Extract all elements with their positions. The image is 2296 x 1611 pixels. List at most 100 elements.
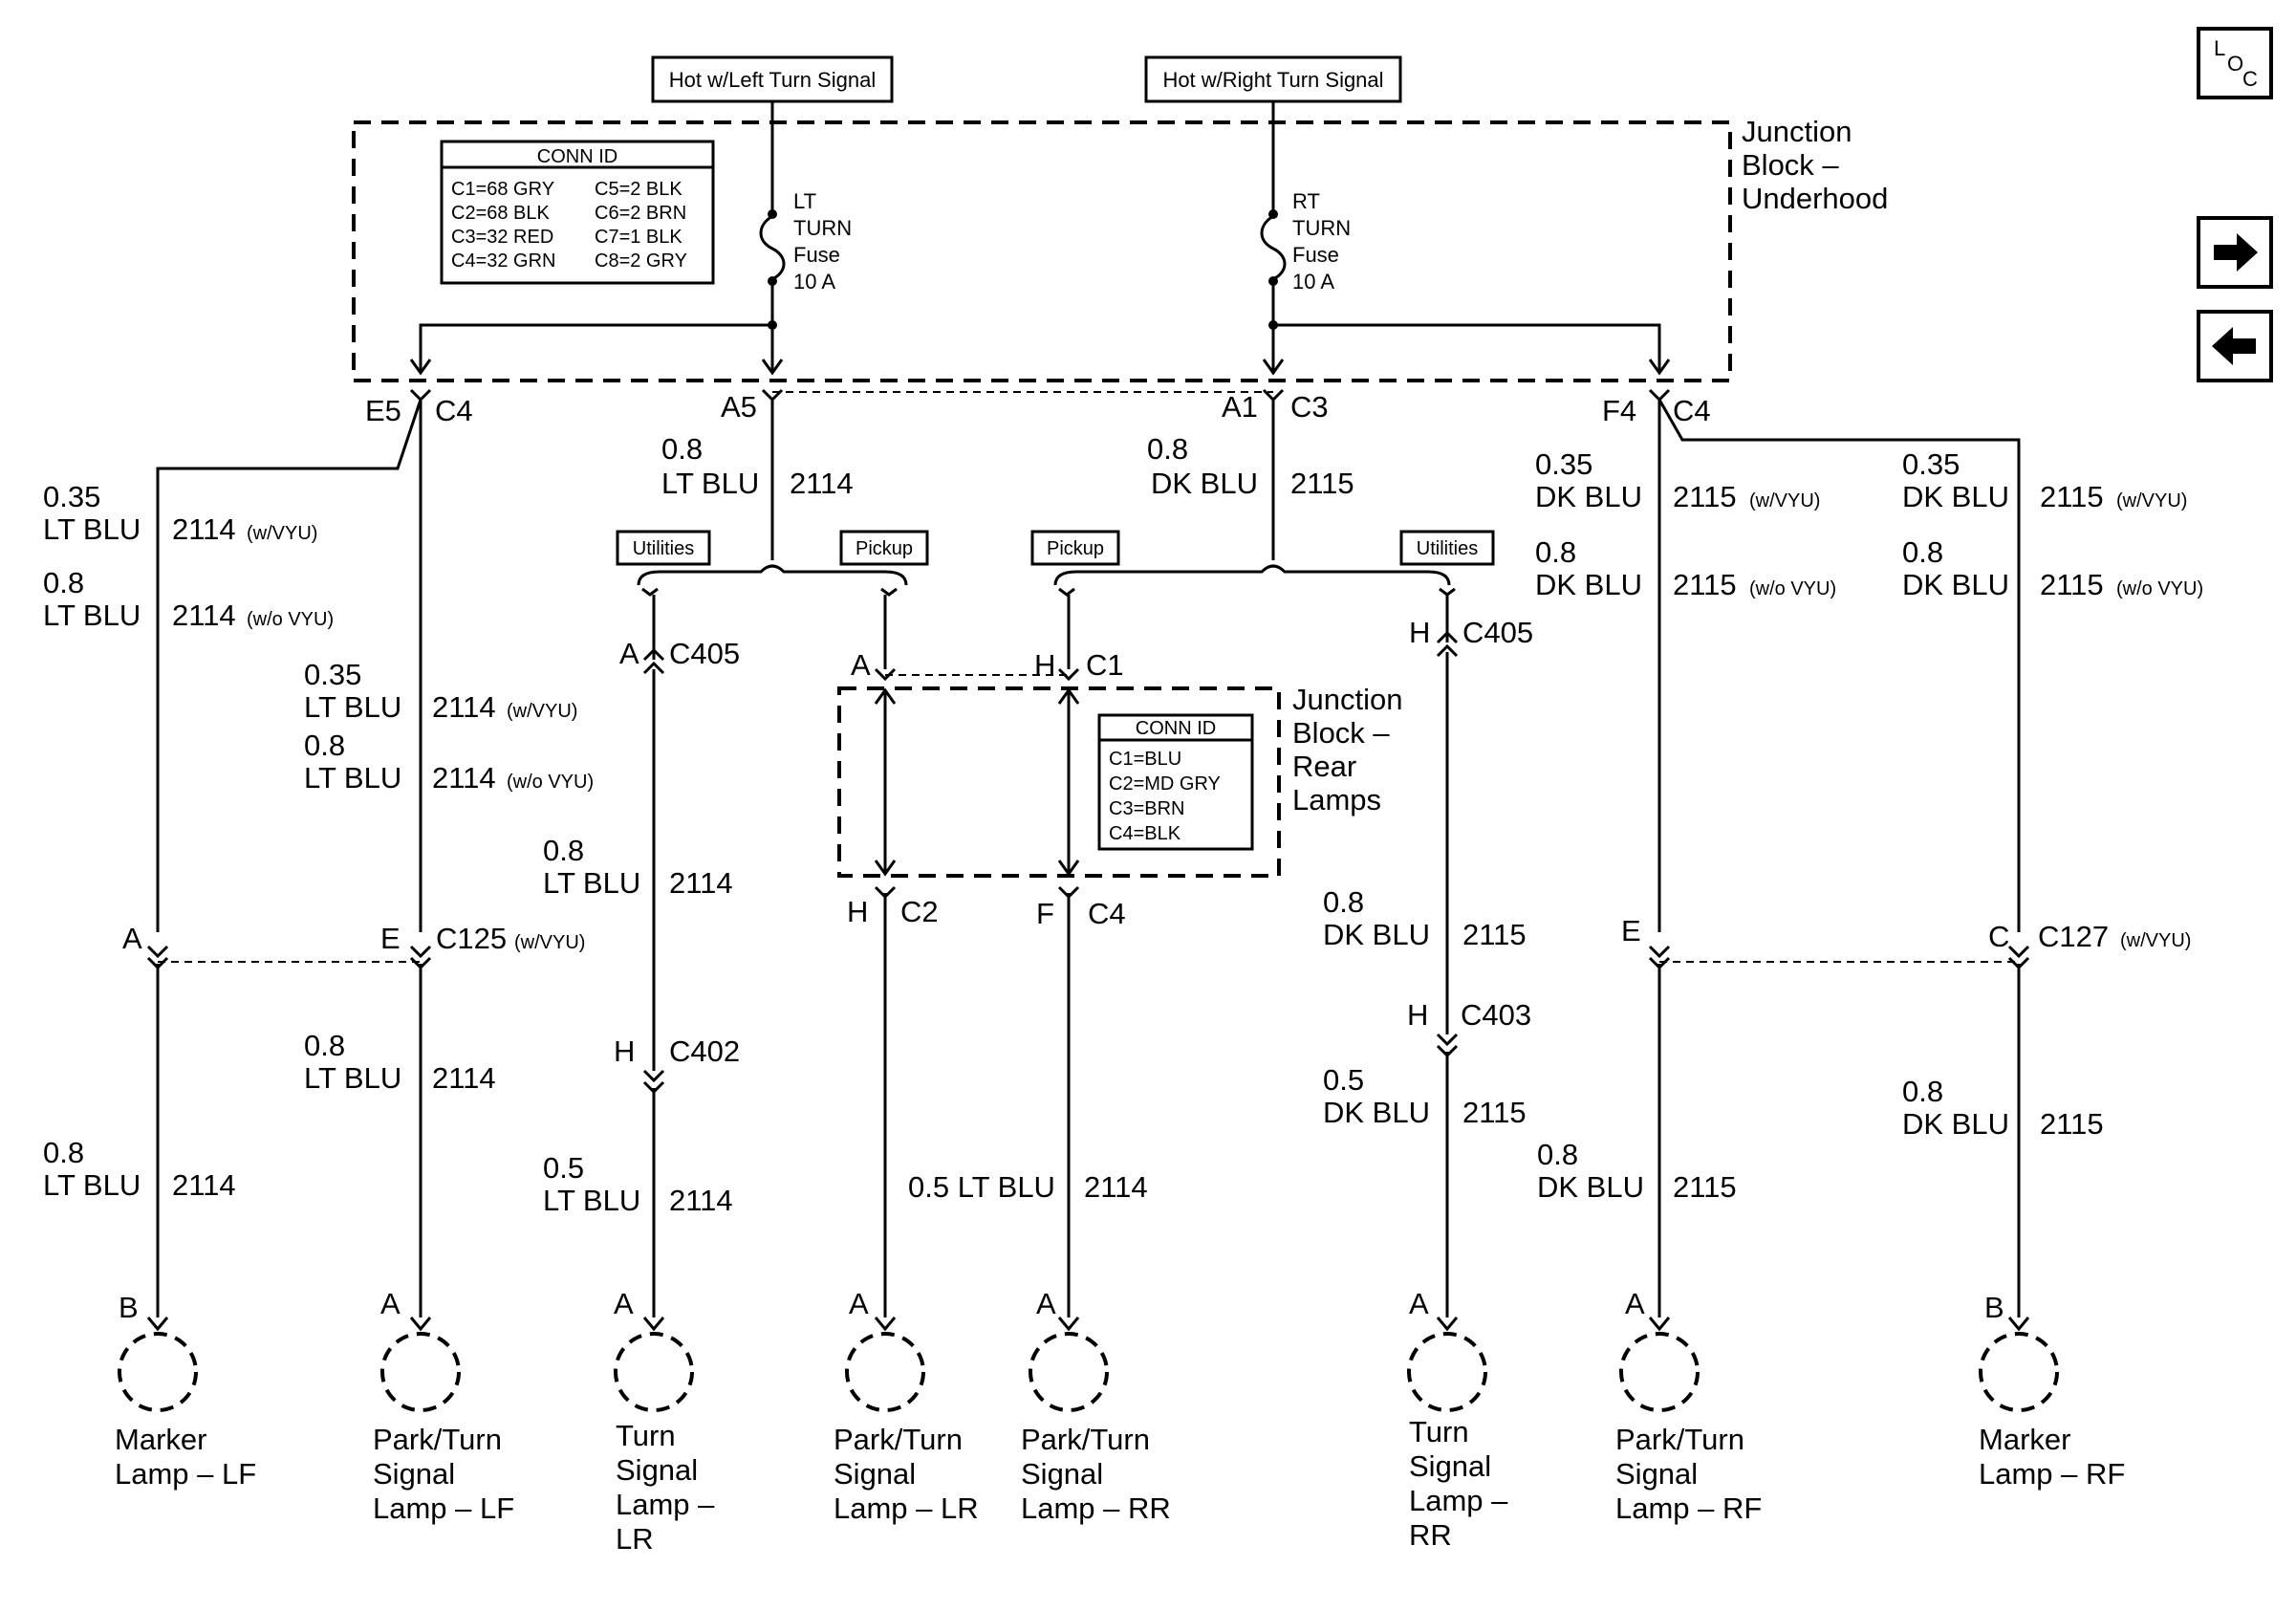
- lamp-icon: [614, 1332, 694, 1412]
- svg-text:A: A: [614, 1287, 634, 1320]
- svg-text:Turn: Turn: [1409, 1415, 1469, 1448]
- svg-text:C405: C405: [669, 637, 740, 670]
- option-utilities-right: Utilities: [1399, 530, 1495, 566]
- svg-text:F: F: [1036, 897, 1054, 930]
- option-pickup-right: Pickup: [1030, 530, 1120, 566]
- svg-text:Utilities: Utilities: [1417, 538, 1478, 559]
- svg-text:(w/VYU): (w/VYU): [2120, 930, 2191, 951]
- svg-text:2115: 2115: [1290, 467, 1354, 500]
- svg-text:(w/o VYU): (w/o VYU): [507, 772, 594, 793]
- svg-text:C125: C125: [436, 922, 507, 955]
- svg-text:0.8: 0.8: [1902, 1075, 1943, 1108]
- underhood-pin-labels: E5 C4 A5 A1 C3 F4 C4: [365, 390, 1711, 427]
- svg-text:DK BLU: DK BLU: [1537, 1170, 1644, 1204]
- svg-text:LT BLU: LT BLU: [304, 690, 401, 724]
- svg-text:Pickup: Pickup: [1047, 538, 1104, 559]
- hot-right-text: Hot w/Right Turn Signal: [1162, 68, 1383, 92]
- lamp-icon: [1979, 1332, 2059, 1412]
- svg-text:TURN: TURN: [1292, 216, 1351, 240]
- svg-text:A: A: [380, 1287, 401, 1320]
- loc-c: C: [2242, 67, 2258, 91]
- svg-text:Block –: Block –: [1292, 716, 1390, 750]
- svg-text:F4: F4: [1602, 394, 1636, 427]
- svg-text:Pickup: Pickup: [856, 538, 913, 559]
- svg-text:C5=2 BLK: C5=2 BLK: [595, 179, 682, 200]
- svg-text:Lamp – RF: Lamp – RF: [1615, 1491, 1762, 1525]
- svg-text:Lamp – LR: Lamp – LR: [834, 1491, 979, 1525]
- svg-text:A1: A1: [1222, 390, 1258, 424]
- svg-text:10 A: 10 A: [1292, 270, 1334, 294]
- next-page-button[interactable]: [2197, 216, 2273, 289]
- svg-text:CONN ID: CONN ID: [1136, 718, 1216, 739]
- loc-button[interactable]: L O C: [2197, 27, 2273, 99]
- svg-text:0.35: 0.35: [304, 658, 361, 691]
- svg-text:C402: C402: [669, 1034, 740, 1068]
- svg-text:C4: C4: [1673, 394, 1711, 427]
- svg-text:Signal: Signal: [1409, 1449, 1491, 1483]
- svg-text:LT BLU: LT BLU: [304, 1061, 401, 1095]
- svg-text:0.8: 0.8: [1537, 1138, 1578, 1171]
- svg-text:(w/o VYU): (w/o VYU): [247, 609, 334, 630]
- svg-text:A: A: [122, 922, 142, 955]
- svg-text:C6=2 BRN: C6=2 BRN: [595, 203, 686, 224]
- svg-text:0.8: 0.8: [43, 566, 84, 599]
- svg-text:C2=68 BLK: C2=68 BLK: [451, 203, 551, 224]
- svg-text:A: A: [1409, 1287, 1429, 1320]
- svg-text:0.8: 0.8: [304, 729, 345, 762]
- svg-text:LT: LT: [793, 189, 816, 213]
- lamp-turn-signal-lr: A Turn Signal Lamp – LR: [614, 1287, 715, 1556]
- svg-text:DK BLU: DK BLU: [1902, 480, 2009, 513]
- svg-text:Marker: Marker: [1979, 1423, 2070, 1456]
- svg-text:2115: 2115: [2040, 480, 2104, 513]
- svg-text:2115: 2115: [1673, 568, 1737, 601]
- svg-text:0.35: 0.35: [43, 480, 100, 513]
- conn-id-table-rear: CONN ID C1=BLU C2=MD GRY C3=BRN C4=BLK: [1097, 713, 1254, 851]
- svg-text:DK BLU: DK BLU: [1902, 568, 2009, 601]
- svg-text:Block –: Block –: [1742, 148, 1839, 182]
- svg-text:C4: C4: [1088, 897, 1126, 930]
- svg-text:2114: 2114: [432, 690, 496, 724]
- previous-page-button[interactable]: [2197, 310, 2273, 382]
- svg-text:DK BLU: DK BLU: [1535, 480, 1642, 513]
- svg-text:CONN ID: CONN ID: [537, 146, 617, 167]
- svg-text:Signal: Signal: [616, 1453, 698, 1487]
- svg-text:0.8: 0.8: [661, 432, 703, 466]
- bus-right-branch: [1273, 323, 1661, 371]
- svg-text:Park/Turn: Park/Turn: [1615, 1423, 1744, 1456]
- svg-text:Lamp – LF: Lamp – LF: [373, 1491, 514, 1525]
- svg-text:DK BLU: DK BLU: [1323, 918, 1430, 951]
- svg-text:C3=BRN: C3=BRN: [1109, 798, 1184, 819]
- svg-text:C8=2 GRY: C8=2 GRY: [595, 250, 687, 272]
- svg-text:0.5: 0.5: [1323, 1063, 1364, 1097]
- lamp-park-turn-rf: A Park/Turn Signal Lamp – RF: [1615, 1287, 1762, 1525]
- svg-text:TURN: TURN: [793, 216, 852, 240]
- svg-text:C3=32 RED: C3=32 RED: [451, 227, 553, 248]
- svg-text:C1=BLU: C1=BLU: [1109, 749, 1181, 770]
- svg-text:Lamp –: Lamp –: [616, 1488, 715, 1521]
- connector-labels: A C405 A H C1 H C405 H C2 F C4 A E C125 …: [122, 616, 2191, 1068]
- svg-text:Signal: Signal: [1021, 1457, 1103, 1491]
- svg-text:C1=68 GRY: C1=68 GRY: [451, 179, 554, 200]
- svg-text:Park/Turn: Park/Turn: [1021, 1423, 1150, 1456]
- svg-text:Signal: Signal: [1615, 1457, 1698, 1491]
- svg-text:Lamp – RR: Lamp – RR: [1021, 1491, 1171, 1525]
- svg-text:A5: A5: [721, 390, 757, 424]
- conn-id-table-underhood: CONN ID C1=68 GRY C5=2 BLK C2=68 BLK C6=…: [440, 140, 715, 285]
- svg-text:A: A: [851, 648, 871, 682]
- svg-text:Junction: Junction: [1742, 115, 1852, 148]
- svg-text:C4=32 GRN: C4=32 GRN: [451, 250, 556, 272]
- svg-text:Turn: Turn: [616, 1419, 676, 1452]
- svg-text:0.5: 0.5: [543, 1151, 584, 1185]
- svg-text:Utilities: Utilities: [633, 538, 694, 559]
- svg-text:0.5 LT BLU: 0.5 LT BLU: [908, 1170, 1055, 1204]
- rt-turn-fuse: RT TURN Fuse 10 A: [1260, 101, 1351, 376]
- hot-left-label: Hot w/Left Turn Signal: [651, 55, 894, 103]
- svg-text:Fuse: Fuse: [793, 243, 840, 267]
- svg-text:Park/Turn: Park/Turn: [373, 1423, 502, 1456]
- connector-c127: [1648, 945, 2030, 970]
- svg-text:B: B: [119, 1291, 139, 1324]
- svg-text:(w/VYU): (w/VYU): [507, 701, 577, 722]
- lamp-icon: [1619, 1332, 1700, 1412]
- svg-text:C1: C1: [1086, 648, 1124, 682]
- svg-text:2114: 2114: [790, 467, 854, 500]
